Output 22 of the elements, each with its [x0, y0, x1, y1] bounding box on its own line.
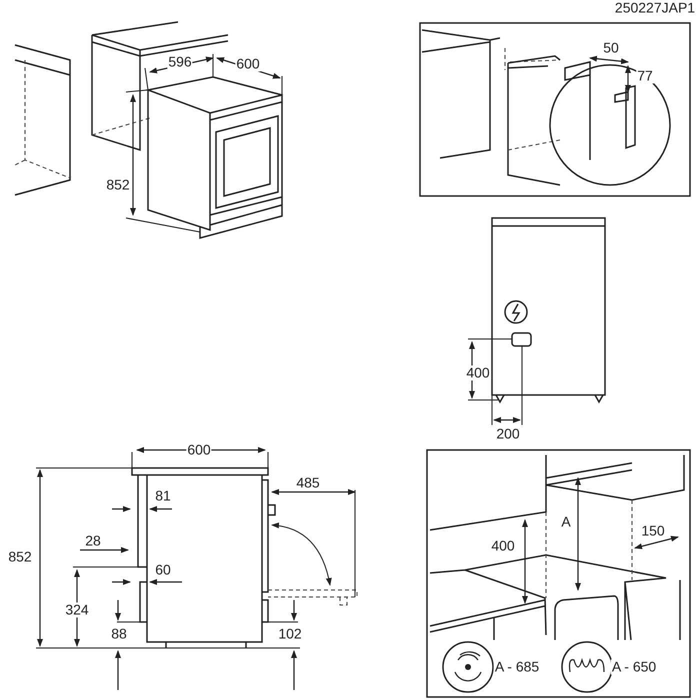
dimension-label: 60 — [154, 562, 172, 578]
dimension-label: 81 — [154, 488, 172, 504]
dimension-label: A - 685 — [494, 660, 540, 674]
dimension-label: 600 — [235, 56, 261, 72]
dimension-label: 28 — [84, 534, 102, 548]
drawing-code: 250227JAP1 — [614, 0, 696, 16]
dimension-label: 400 — [465, 366, 491, 380]
dimension-label: 596 — [167, 54, 193, 70]
dimension-label: 400 — [490, 538, 516, 554]
dimension-label: 50 — [602, 40, 620, 56]
dimension-label: 150 — [640, 524, 666, 538]
dimension-label: 324 — [64, 602, 90, 618]
dimension-label: 88 — [110, 626, 128, 642]
dimension-label: 102 — [277, 626, 303, 642]
dimension-label: 200 — [495, 426, 521, 442]
dimension-label: 77 — [636, 68, 654, 84]
dimension-label: 485 — [295, 476, 321, 490]
dimension-label: A — [560, 514, 572, 530]
dimension-label: 600 — [186, 442, 212, 458]
dimension-label: 852 — [105, 178, 131, 192]
dimension-label: 852 — [7, 550, 33, 564]
dimension-label: A - 650 — [610, 660, 658, 674]
